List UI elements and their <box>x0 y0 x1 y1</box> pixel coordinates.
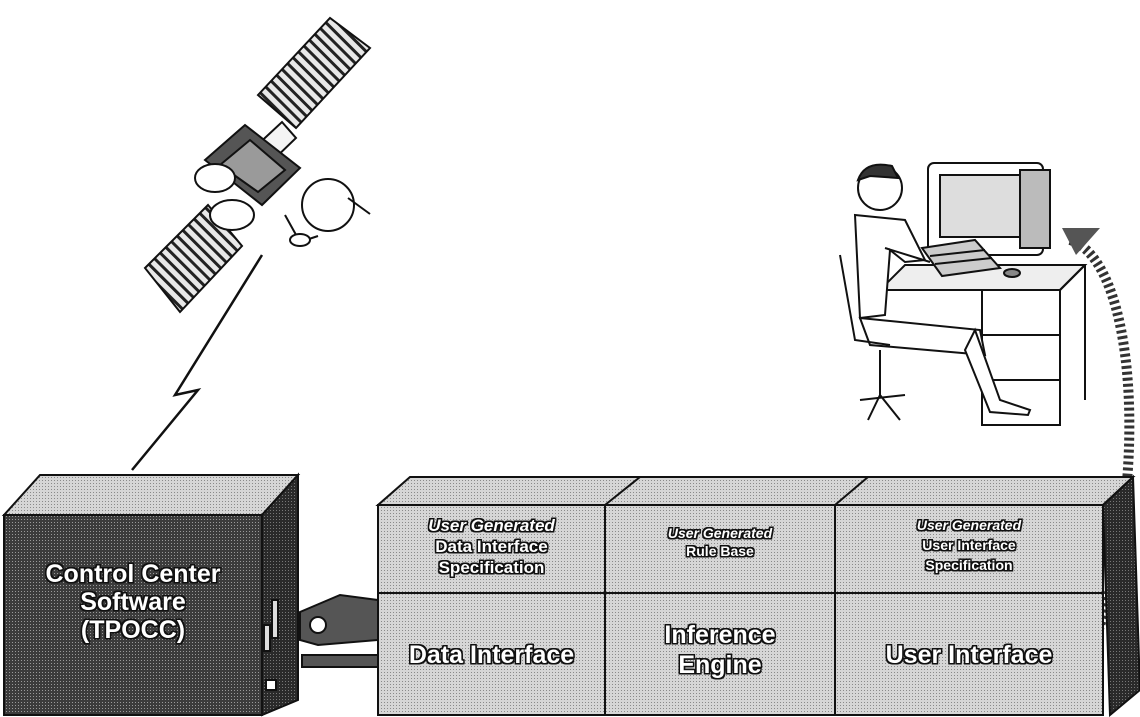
spec-line2: Specification <box>925 557 1013 573</box>
control-center-box <box>1 472 301 717</box>
user-generated-label: User Generated <box>916 517 1022 533</box>
rule-base-spec-label: User Generated Rule Base <box>605 524 835 560</box>
inference-engine-label: Inference Engine <box>605 620 835 680</box>
user-interface-spec-label: User Generated User Interface Specificat… <box>835 515 1103 575</box>
spec-line1: User Interface <box>922 537 1016 553</box>
inference-line2: Engine <box>678 651 762 679</box>
module-block <box>375 474 1140 717</box>
user-interface-label: User Interface <box>885 641 1053 669</box>
control-center-line3: (TPOCC) <box>80 616 186 644</box>
spec-line1: Rule Base <box>686 543 754 559</box>
control-center-line1: Control Center <box>45 560 221 588</box>
satellite-icon <box>143 16 372 314</box>
spec-line2: Specification <box>438 558 545 577</box>
user-generated-label: User Generated <box>428 516 555 535</box>
user-generated-label: User Generated <box>667 525 773 541</box>
spec-line1: Data Interface <box>435 537 548 556</box>
control-center-line2: Software <box>80 588 186 616</box>
cable-connector-icon <box>299 593 379 668</box>
inference-line1: Inference <box>664 621 776 649</box>
radio-link-icon <box>131 254 264 471</box>
data-interface-label: Data Interface <box>408 641 575 669</box>
operator-workstation-icon <box>839 162 1088 426</box>
control-center-label: Control Center Software (TPOCC) <box>4 560 262 644</box>
data-interface-spec-label: User Generated Data Interface Specificat… <box>378 515 605 578</box>
